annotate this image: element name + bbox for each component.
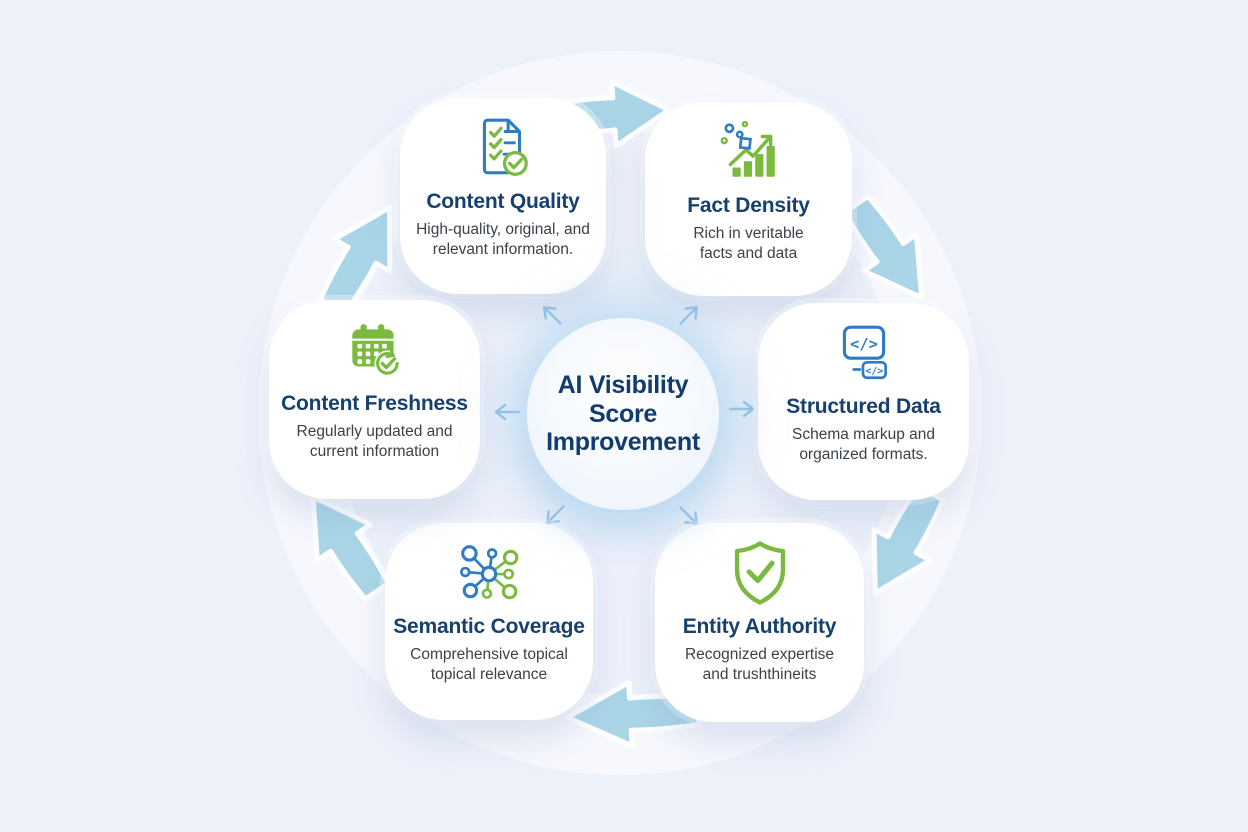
center-arrow-up-left-icon (543, 306, 562, 325)
node-title: Structured Data (786, 395, 941, 418)
center-title-line-1: AI Visibility (557, 371, 689, 400)
node-description: Schema markup and organized formats. (791, 426, 936, 463)
svg-text:</>: </> (850, 335, 878, 353)
flow-arrow-right-upper (842, 193, 925, 301)
node-description: Recognized expertise and trushthineits (684, 646, 835, 683)
node-card-fact-density: Fact Density Rich in veritable facts and… (645, 102, 852, 296)
node-description: High-quality, original, and relevant inf… (416, 221, 590, 258)
center-arrow-down-right-icon (679, 506, 698, 525)
center-arrow-right-icon (728, 400, 755, 418)
code-markup-icon: </> </> (831, 317, 897, 389)
center-title-line-2: Score (589, 399, 657, 428)
node-card-semantic-coverage: Semantic Coverage Comprehensive topical … (385, 523, 593, 720)
node-card-content-freshness: Content Freshness Regularly updated and … (269, 300, 480, 499)
node-card-entity-authority: Entity Authority Recognized expertise an… (655, 523, 864, 722)
flow-arrow-left-lower (310, 494, 391, 602)
center-title-line-3: Improvement (546, 428, 700, 457)
shield-check-icon (725, 537, 795, 609)
svg-text:</>: </> (865, 366, 883, 377)
node-description: Rich in veritable facts and data (693, 225, 804, 262)
node-title: Semantic Coverage (393, 615, 585, 638)
node-card-content-quality: Content Quality High-quality, original, … (400, 98, 606, 294)
bar-chart-growth-icon (716, 116, 782, 188)
node-title: Entity Authority (682, 615, 837, 638)
flow-arrow-right-lower (871, 483, 946, 596)
node-title: Fact Density (687, 194, 810, 217)
center-circle: AI Visibility Score Improvement (527, 318, 719, 510)
calendar-check-icon (342, 314, 408, 386)
node-title: Content Freshness (281, 392, 468, 415)
document-checklist-icon (470, 112, 536, 184)
center-arrow-down-left-icon (546, 505, 565, 524)
network-nodes-icon (456, 537, 522, 609)
flow-arrow-left-upper (317, 205, 393, 316)
center-arrow-up-right-icon (679, 306, 698, 325)
node-description: Comprehensive topical topical relevance (410, 646, 568, 683)
node-card-structured-data: </> </> Structured Data Schema markup an… (758, 303, 969, 500)
center-arrow-left-icon (494, 403, 521, 421)
node-description: Regularly updated and current informatio… (296, 423, 453, 460)
node-title: Content Quality (426, 190, 580, 213)
